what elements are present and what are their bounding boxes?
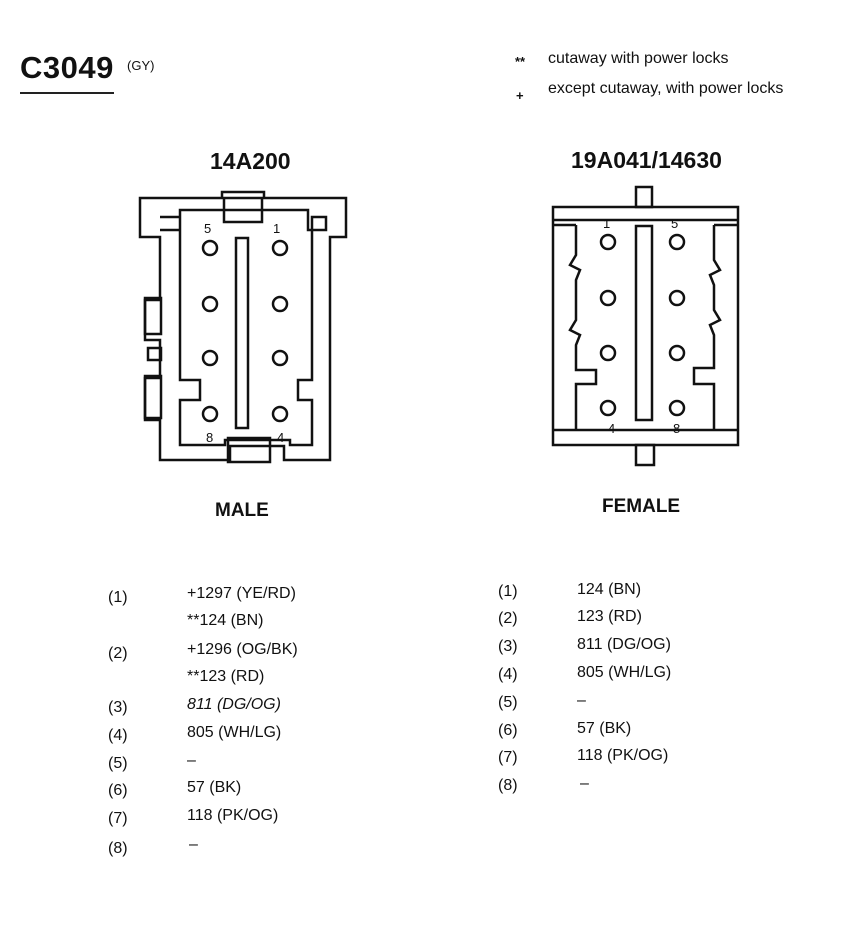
male-pin-circuit: – <box>189 836 198 853</box>
male-pin-number: (1) <box>108 589 128 606</box>
male-part-number: 14A200 <box>210 148 291 174</box>
male-pin-circuit: 57 (BK) <box>187 779 242 796</box>
female-pin-circuit: – <box>577 692 586 709</box>
female-pin-number: (8) <box>498 777 518 794</box>
male-face-pin-label-1: 1 <box>273 221 280 236</box>
connector-color: (GY) <box>127 58 155 73</box>
male-face-pin-label-5: 5 <box>204 221 211 236</box>
female-pin-number: (6) <box>498 722 518 739</box>
female-pin-circuit: 118 (PK/OG) <box>577 747 669 764</box>
legend-text-except-cutaway: except cutaway, with power locks <box>548 80 784 97</box>
female-part-number: 19A041/14630 <box>571 147 722 173</box>
male-pin-circuit: +1296 (OG/BK) <box>187 641 298 658</box>
male-pin-circuit: +1297 (YE/RD) <box>187 585 296 602</box>
legend-symbol-cutaway: ** <box>515 54 526 69</box>
female-pin-circuit: 805 (WH/LG) <box>577 664 672 681</box>
female-pin-number: (1) <box>498 583 518 600</box>
female-pin-number: (7) <box>498 749 518 766</box>
female-label: FEMALE <box>602 496 681 517</box>
female-pin-number: (4) <box>498 666 518 683</box>
female-pin-number: (5) <box>498 694 518 711</box>
male-pin-number: (6) <box>108 782 128 799</box>
female-pin-number: (2) <box>498 610 518 627</box>
male-pin-circuit: – <box>187 752 196 769</box>
female-pin-circuit: 811 (DG/OG) <box>577 636 671 653</box>
male-pin-circuit-alt: **124 (BN) <box>187 612 264 629</box>
male-face-pin-label-4: 4 <box>277 430 284 445</box>
female-connector-face <box>551 185 740 467</box>
male-pin-circuit-alt: **123 (RD) <box>187 668 265 685</box>
female-face-pin-label-8: 8 <box>673 421 680 436</box>
male-face-pin-label-8: 8 <box>206 430 213 445</box>
female-pin-circuit: 57 (BK) <box>577 720 632 737</box>
female-face-pin-label-4: 4 <box>608 421 615 436</box>
female-face-pin-label-5: 5 <box>671 216 678 231</box>
legend-text-cutaway: cutaway with power locks <box>548 50 729 67</box>
male-pin-circuit: 118 (PK/OG) <box>187 807 279 824</box>
connector-id: C3049 <box>20 50 114 85</box>
female-face-pin-label-1: 1 <box>603 216 610 231</box>
male-pin-number: (8) <box>108 840 128 857</box>
male-pin-circuit: 811 (DG/OG) <box>187 696 281 713</box>
male-pin-number: (3) <box>108 699 128 716</box>
male-pin-circuit: 805 (WH/LG) <box>187 724 282 741</box>
legend-symbol-except-cutaway: + <box>516 88 524 103</box>
male-label: MALE <box>215 500 269 521</box>
male-pin-number: (7) <box>108 810 128 827</box>
female-pin-circuit: – <box>580 775 589 792</box>
male-pin-number: (4) <box>108 727 128 744</box>
female-pin-circuit: 124 (BN) <box>577 581 642 598</box>
male-pin-number: (5) <box>108 755 128 772</box>
male-pin-number: (2) <box>108 645 128 662</box>
male-connector-face <box>138 190 348 464</box>
female-pin-number: (3) <box>498 638 518 655</box>
female-pin-circuit: 123 (RD) <box>577 608 642 625</box>
title-underline <box>20 92 114 94</box>
